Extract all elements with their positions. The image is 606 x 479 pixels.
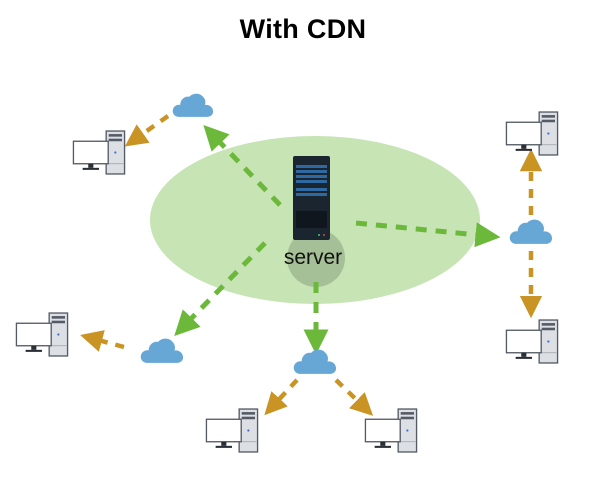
arrow-cloud-to-client-bottom-right (334, 378, 374, 416)
desktop-computer-icon (505, 319, 559, 364)
arrow-cloud-to-client-left-bottom (80, 330, 125, 352)
cloud-icon (293, 349, 337, 374)
origin-arrows (174, 124, 501, 355)
cloud-icon (509, 219, 553, 244)
desktop-computer-icon (505, 111, 559, 156)
desktop-computer-icon (205, 408, 259, 453)
arrow-server-to-cloud-right (355, 220, 501, 248)
server-label: server (283, 246, 343, 269)
desktop-computer-icon (15, 312, 69, 357)
server-rack-icon (293, 156, 330, 240)
arrow-cloud-to-client-left-top (124, 114, 170, 147)
arrow-server-to-cloud-top-left (203, 124, 282, 207)
cloud-icon (172, 93, 214, 117)
diagram-title: With CDN (239, 14, 367, 44)
server-shadow (287, 229, 345, 287)
arrow-cloud-to-client-bottom-left (264, 378, 299, 416)
cloud-icon (140, 338, 184, 363)
desktop-computer-icon (364, 408, 418, 453)
edge-arrows (80, 114, 543, 416)
desktop-computer-icon (72, 130, 126, 175)
